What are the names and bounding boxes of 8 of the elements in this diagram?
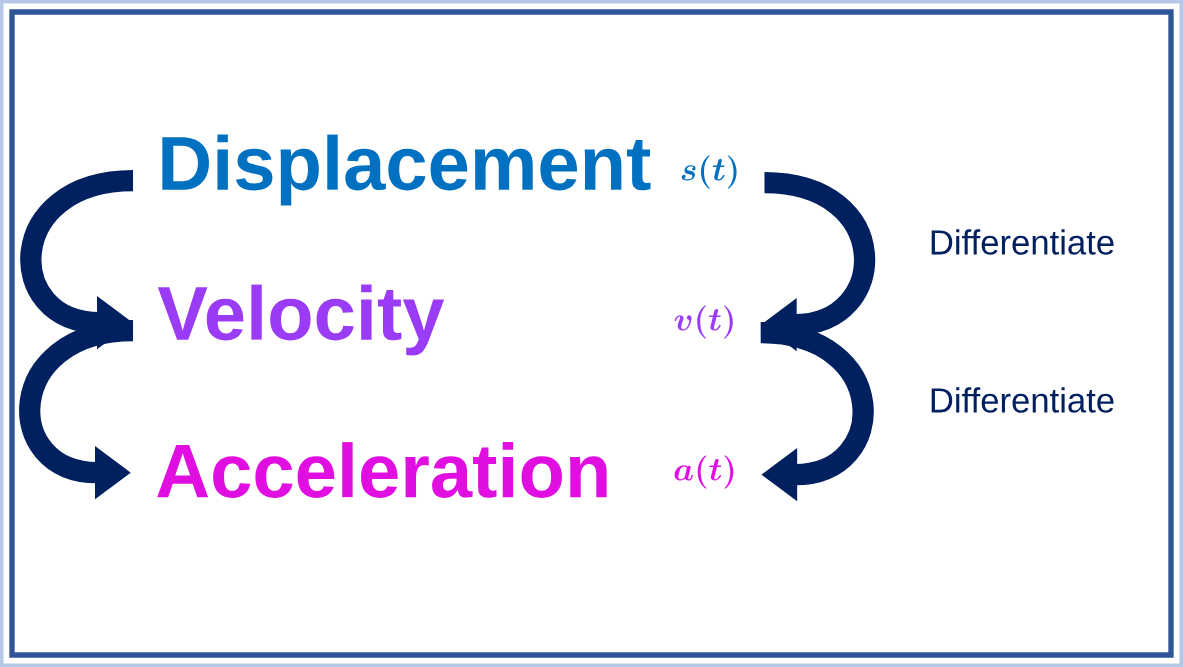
quantity-label: Acceleration [157, 442, 607, 498]
quantity-label: Velocity [157, 284, 445, 356]
function-formula: $v(t)$ [674, 305, 733, 339]
edge-label: Differentiate [926, 226, 1118, 258]
quantity-label: Displacement [162, 134, 651, 206]
function-formula: $s(t)$ [681, 155, 737, 189]
edge-label: Differentiate [926, 384, 1118, 416]
function-formula: $a(t)$ [674, 455, 734, 489]
